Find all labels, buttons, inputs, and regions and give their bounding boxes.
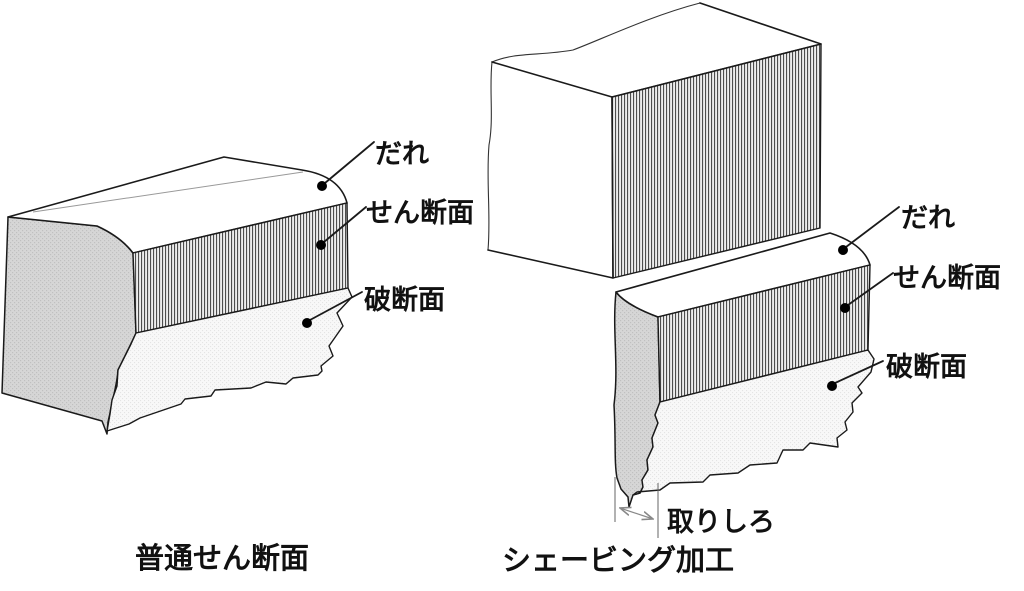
left-fracture-leader-line xyxy=(309,291,363,321)
lower-block-fracture-surface xyxy=(632,349,875,496)
left-block-rollover-crease-line xyxy=(32,171,304,213)
left-rollover-label: だれ xyxy=(375,139,429,169)
left-fracture-point-dot xyxy=(302,318,312,328)
machining-allowance-label: 取りしろ xyxy=(667,507,775,537)
upper-block-top-face xyxy=(492,3,821,97)
left-diagram-normal-shear: だれ せん断面 破断面 普通せん断面 xyxy=(1,139,474,575)
right-diagram-shaving: だれ せん断面 破断面 取りしろ シェービング加工 xyxy=(487,2,1001,577)
right-fracture-surface-label: 破断面 xyxy=(886,352,967,382)
right-shear-surface-label: せん断面 xyxy=(893,263,1001,293)
right-fracture-leader-line xyxy=(834,360,884,384)
right-fracture-point-dot xyxy=(827,381,837,391)
right-rollover-leader-line xyxy=(845,206,900,248)
upper-block-break-edge-top xyxy=(491,2,701,63)
right-rollover-label: だれ xyxy=(901,203,955,233)
upper-block-edges xyxy=(487,2,822,279)
upper-block-break-edge-left xyxy=(487,61,493,251)
upper-block-front-face xyxy=(488,62,613,278)
left-shear-surface-label: せん断面 xyxy=(366,198,474,228)
left-block-fracture-surface xyxy=(106,287,353,432)
right-rollover-point-dot xyxy=(838,245,848,255)
left-shear-leader-line xyxy=(323,206,367,243)
right-diagram-caption: シェービング加工 xyxy=(502,544,734,577)
left-rollover-leader-line xyxy=(324,141,375,184)
dimension-arrow xyxy=(620,508,653,519)
right-shear-point-dot xyxy=(840,303,850,313)
right-shear-leader-line xyxy=(847,272,894,306)
left-rollover-point-dot xyxy=(317,181,327,191)
left-diagram-caption: 普通せん断面 xyxy=(135,542,309,575)
left-shear-point-dot xyxy=(316,240,326,250)
left-fracture-surface-label: 破断面 xyxy=(364,285,445,315)
